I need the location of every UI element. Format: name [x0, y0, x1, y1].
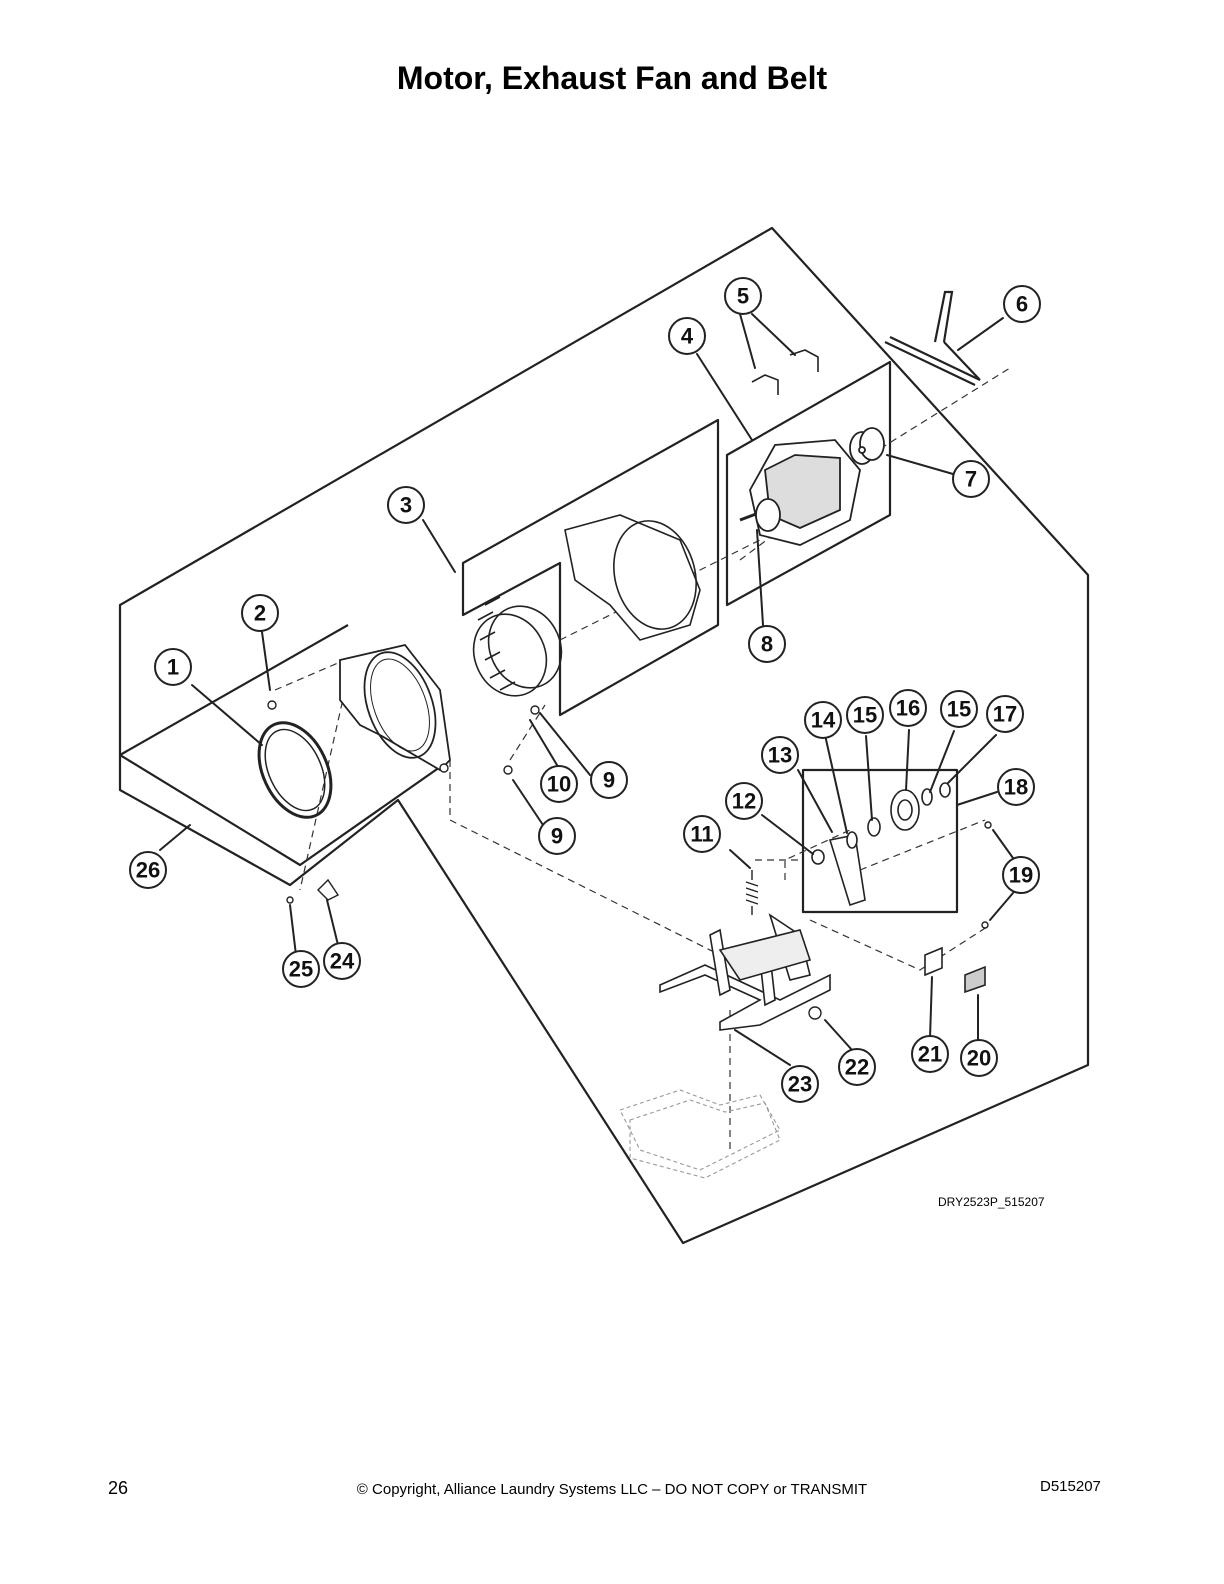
callout-14: 14 — [811, 708, 836, 733]
callout-12: 12 — [732, 789, 756, 814]
callout-17: 17 — [993, 702, 1017, 727]
callout-26: 26 — [136, 858, 160, 883]
page-title: Motor, Exhaust Fan and Belt — [396, 60, 828, 96]
callout-25: 25 — [289, 957, 313, 982]
callout-6: 6 — [1016, 292, 1028, 317]
callout-19: 19 — [1009, 863, 1033, 888]
callout-23: 23 — [788, 1072, 812, 1097]
callout-22: 22 — [845, 1055, 869, 1080]
callout-9-lower: 9 — [551, 824, 563, 849]
tension-spring — [745, 870, 759, 915]
group-4-box — [725, 360, 892, 607]
callout-5: 5 — [737, 284, 749, 309]
drawing-number: DRY2523P_515207 — [938, 1195, 1045, 1209]
callout-4: 4 — [681, 324, 694, 349]
callout-2: 2 — [254, 601, 266, 626]
fasteners — [267, 700, 992, 1020]
callout-21: 21 — [918, 1042, 942, 1067]
motor-clamps — [751, 349, 819, 395]
callout-3: 3 — [400, 493, 412, 518]
copyright-notice: © Copyright, Alliance Laundry Systems LL… — [356, 1481, 868, 1498]
callout-13: 13 — [768, 743, 792, 768]
drive-motor — [739, 439, 861, 546]
assembly-boundary — [118, 226, 1090, 1245]
callout-10: 10 — [547, 772, 571, 797]
callout-24: 24 — [330, 949, 355, 974]
group-18-box — [801, 768, 959, 914]
callout-11: 11 — [690, 822, 713, 847]
blower-housing-back — [564, 514, 701, 641]
drive-belt — [884, 290, 981, 386]
callout-7: 7 — [965, 467, 977, 492]
callout-16: 16 — [896, 696, 920, 721]
seal-ring — [257, 721, 333, 819]
callout-18: 18 — [1004, 775, 1028, 800]
callout-15-left: 15 — [853, 703, 877, 728]
motor-base — [659, 913, 831, 1031]
switch-parts — [924, 946, 986, 994]
idler-assembly — [811, 782, 951, 907]
group-26-bracket — [119, 624, 451, 867]
callout-8: 8 — [761, 632, 773, 657]
callout-15-right: 15 — [947, 697, 971, 722]
document-id: D515207 — [1040, 1478, 1101, 1495]
blower-housing-plate — [339, 643, 451, 772]
group-3-box — [461, 418, 720, 717]
page-number: 26 — [108, 1478, 129, 1498]
callout-1: 1 — [167, 655, 179, 680]
callout-20: 20 — [967, 1046, 991, 1071]
motor-pulley — [849, 427, 885, 465]
callout-9-upper: 9 — [603, 768, 615, 793]
fan-wheel — [472, 596, 563, 697]
